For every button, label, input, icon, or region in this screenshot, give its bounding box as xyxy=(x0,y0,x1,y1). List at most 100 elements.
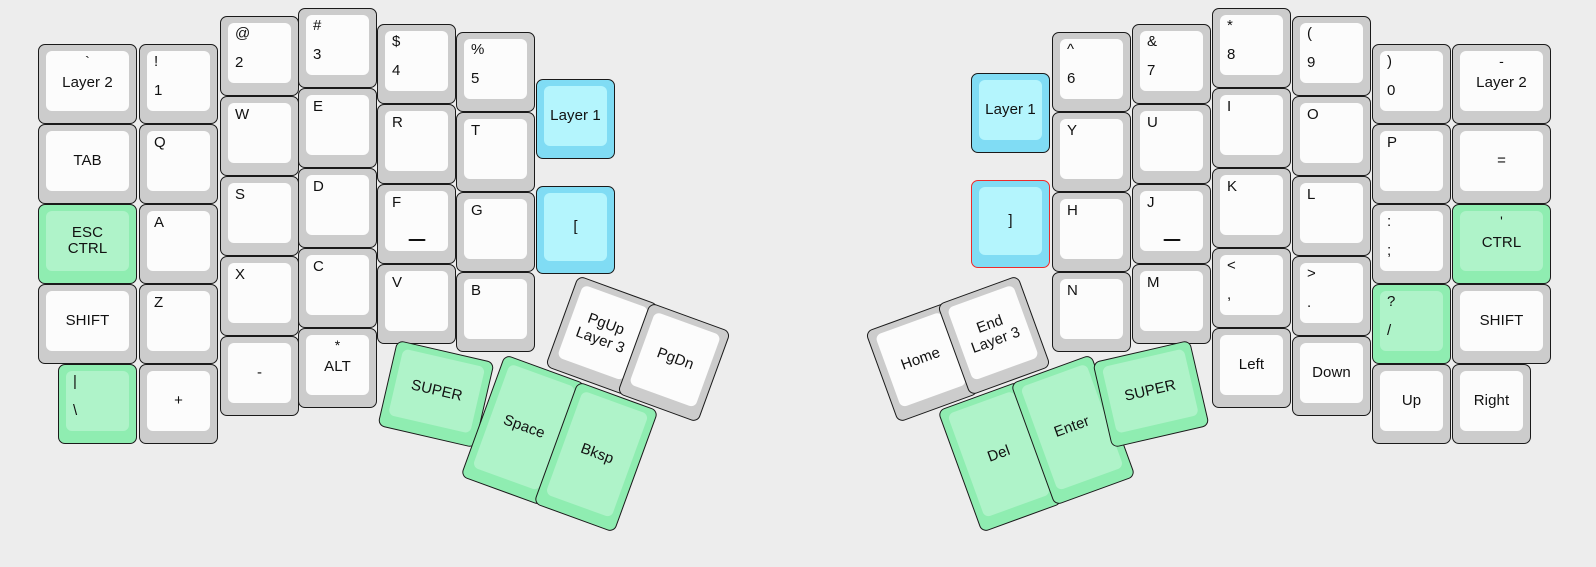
key-legend-primary: + xyxy=(174,391,183,409)
keycap-pipe-backslash: |\ xyxy=(66,371,129,431)
key-legend-primary: V xyxy=(392,274,403,291)
key-e[interactable]: E xyxy=(298,88,377,168)
key-up[interactable]: Up xyxy=(1372,364,1451,444)
key-down[interactable]: Down xyxy=(1292,336,1371,416)
key-hash-3[interactable]: #3 xyxy=(298,8,377,88)
keycap-left: Left xyxy=(1220,335,1283,395)
key-z[interactable]: Z xyxy=(139,284,218,364)
key-right[interactable]: Right xyxy=(1452,364,1531,444)
key-f[interactable]: F xyxy=(377,184,456,264)
key-j[interactable]: J xyxy=(1132,184,1211,264)
keycap-shift-left: SHIFT xyxy=(46,291,129,351)
key-v[interactable]: V xyxy=(377,264,456,344)
key-shift-right[interactable]: SHIFT xyxy=(1452,284,1551,364)
keycap-c: C xyxy=(306,255,369,315)
key-bracket-left[interactable]: [ xyxy=(536,186,615,274)
keycap-y: Y xyxy=(1060,119,1123,179)
keycap-b: B xyxy=(464,279,527,339)
key-super-right[interactable]: SUPER xyxy=(1092,339,1210,449)
key-gt-dot[interactable]: >. xyxy=(1292,256,1371,336)
key-minus-l[interactable]: - xyxy=(220,336,299,416)
key-plus[interactable]: + xyxy=(139,364,218,444)
keycap-bracket-right: ] xyxy=(979,187,1042,255)
key-legend-shifted: & xyxy=(1147,33,1158,50)
key-legend-primary: M xyxy=(1147,274,1160,291)
key-layer1-r[interactable]: Layer 1 xyxy=(971,73,1050,153)
key-o[interactable]: O xyxy=(1292,96,1371,176)
key-a[interactable]: A xyxy=(139,204,218,284)
key-legend-primary: W xyxy=(235,106,250,123)
key-s[interactable]: S xyxy=(220,176,299,256)
key-q[interactable]: Q xyxy=(139,124,218,204)
key-question-slash[interactable]: ?/ xyxy=(1372,284,1451,364)
key-esc-ctrl[interactable]: ESC CTRL xyxy=(38,204,137,284)
key-x[interactable]: X xyxy=(220,256,299,336)
key-legend-shifted: @ xyxy=(235,25,251,42)
key-bracket-right[interactable]: ] xyxy=(971,180,1050,268)
key-d[interactable]: D xyxy=(298,168,377,248)
key-legend-primary: \ xyxy=(73,402,78,420)
key-legend-shifted: ` xyxy=(85,53,90,69)
key-m[interactable]: M xyxy=(1132,264,1211,344)
key-legend-primary: End Layer 3 xyxy=(968,311,1023,357)
keycap-t: T xyxy=(464,119,527,179)
key-r[interactable]: R xyxy=(377,104,456,184)
key-equals[interactable]: = xyxy=(1452,124,1551,204)
keycap-ast-8: *8 xyxy=(1220,15,1283,75)
key-paren-9[interactable]: (9 xyxy=(1292,16,1371,96)
keycap-f: F xyxy=(385,191,448,251)
key-legend-primary: Up xyxy=(1401,391,1422,409)
key-legend-primary: [ xyxy=(573,217,578,235)
key-pipe-backslash[interactable]: |\ xyxy=(58,364,137,444)
key-legend-shifted: - xyxy=(1499,53,1504,69)
key-n[interactable]: N xyxy=(1052,272,1131,352)
key-colon-semi[interactable]: :; xyxy=(1372,204,1451,284)
keycap-e: E xyxy=(306,95,369,155)
key-left[interactable]: Left xyxy=(1212,328,1291,408)
key-k[interactable]: K xyxy=(1212,168,1291,248)
key-legend-primary: 0 xyxy=(1387,82,1396,100)
key-star-alt[interactable]: *ALT xyxy=(298,328,377,408)
key-legend-shifted: ) xyxy=(1387,53,1393,70)
key-legend-primary: SHIFT xyxy=(65,311,110,329)
keycap-i: I xyxy=(1220,95,1283,155)
key-legend-primary: A xyxy=(154,214,165,231)
key-legend-primary: P xyxy=(1387,134,1398,151)
key-amp-7[interactable]: &7 xyxy=(1132,24,1211,104)
keycap-super-left: SUPER xyxy=(388,348,486,434)
key-y[interactable]: Y xyxy=(1052,112,1131,192)
key-caret-6[interactable]: ^6 xyxy=(1052,32,1131,112)
key-g[interactable]: G xyxy=(456,192,535,272)
key-minus-layer2[interactable]: -Layer 2 xyxy=(1452,44,1551,124)
key-u[interactable]: U xyxy=(1132,104,1211,184)
key-l[interactable]: L xyxy=(1292,176,1371,256)
key-shift-left[interactable]: SHIFT xyxy=(38,284,137,364)
key-dollar-4[interactable]: $4 xyxy=(377,24,456,104)
key-at-2[interactable]: @2 xyxy=(220,16,299,96)
key-paren-0[interactable]: )0 xyxy=(1372,44,1451,124)
key-legend-primary: B xyxy=(471,282,482,299)
key-t[interactable]: T xyxy=(456,112,535,192)
keycap-shift-right: SHIFT xyxy=(1460,291,1543,351)
key-ast-8[interactable]: *8 xyxy=(1212,8,1291,88)
key-legend-shifted: $ xyxy=(392,33,401,50)
key-backtick-layer2[interactable]: ` Layer 2 xyxy=(38,44,137,124)
key-lt-comma[interactable]: <, xyxy=(1212,248,1291,328)
key-quote-ctrl[interactable]: 'CTRL xyxy=(1452,204,1551,284)
key-legend-primary: Layer 2 xyxy=(62,74,113,92)
keycap-layer1-r: Layer 1 xyxy=(979,80,1042,140)
key-w[interactable]: W xyxy=(220,96,299,176)
keycap-quote-ctrl: 'CTRL xyxy=(1460,211,1543,271)
keycap-p: P xyxy=(1380,131,1443,191)
key-b[interactable]: B xyxy=(456,272,535,352)
key-tab[interactable]: TAB xyxy=(38,124,137,204)
key-p[interactable]: P xyxy=(1372,124,1451,204)
key-legend-shifted: > xyxy=(1307,265,1316,282)
key-excl-1[interactable]: !1 xyxy=(139,44,218,124)
key-legend-primary: Space xyxy=(501,411,548,442)
key-pct-5[interactable]: %5 xyxy=(456,32,535,112)
key-h[interactable]: H xyxy=(1052,192,1131,272)
key-layer1-l[interactable]: Layer 1 xyxy=(536,79,615,159)
key-i[interactable]: I xyxy=(1212,88,1291,168)
key-c[interactable]: C xyxy=(298,248,377,328)
